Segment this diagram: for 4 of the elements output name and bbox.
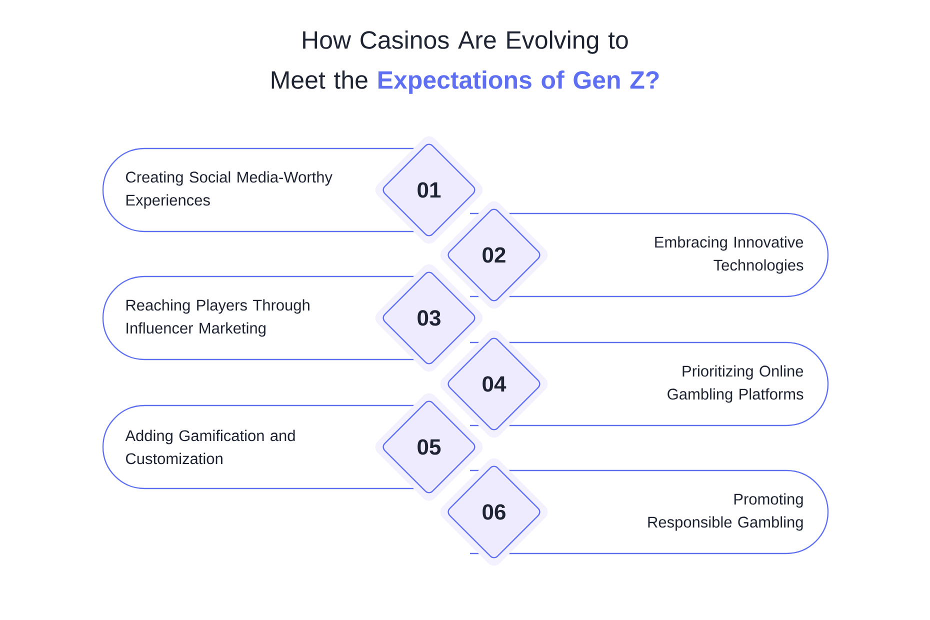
title: How Casinos Are Evolving to Meet the Expectations of Gen Z? — [272, 30, 659, 94]
item-pill: Creating Social Media-Worthy Experiences — [102, 148, 416, 232]
item-pill: Reaching Players Through Influencer Marketing — [102, 276, 416, 360]
item-pill: Adding Gamification and Customization — [102, 404, 416, 490]
